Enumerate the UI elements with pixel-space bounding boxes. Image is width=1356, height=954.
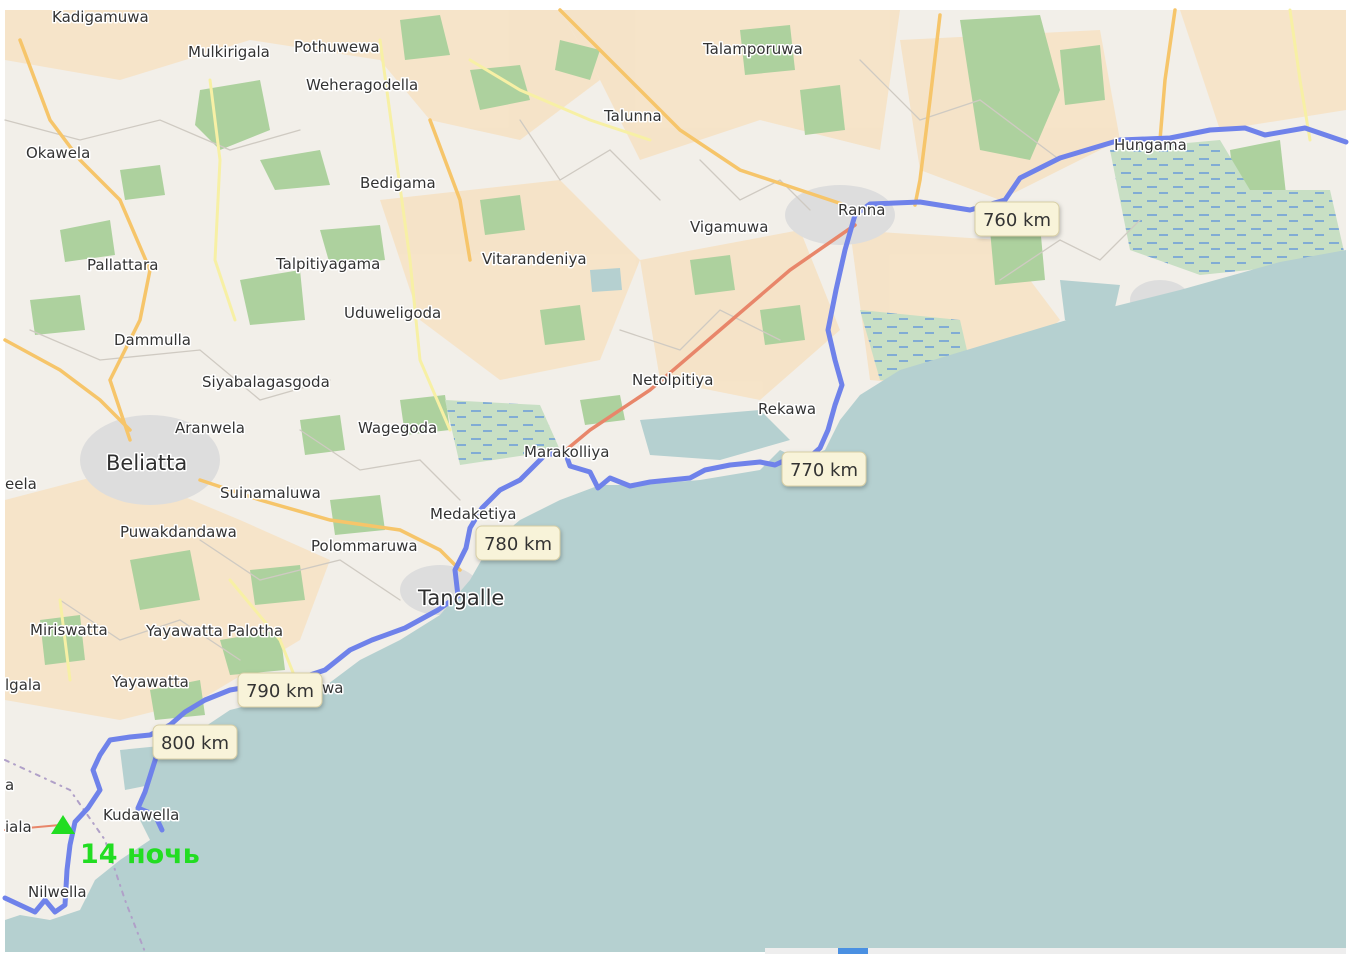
road-network: [3, 8, 1312, 953]
place-label: Bedigama: [360, 174, 436, 192]
sea: [5, 250, 1346, 952]
place-label: Kudawella: [103, 806, 179, 824]
place-label: Talamporuwa: [702, 40, 803, 58]
place-label: Pothuwewa: [294, 38, 380, 56]
distance-marker: 770 km: [781, 451, 867, 487]
wetland-areas: [445, 140, 1346, 465]
place-label: Ranna: [838, 201, 886, 219]
night-stop-label: 14 ночь: [80, 839, 200, 870]
place-label: Yayawatta: [111, 673, 189, 691]
distance-marker-label: 780 km: [484, 534, 552, 555]
place-label: Dammulla: [114, 331, 191, 349]
place-label: Uduweligoda: [344, 304, 441, 322]
place-label: Suinamaluwa: [220, 484, 321, 502]
distance-marker: 780 km: [475, 525, 561, 561]
place-label: Okawela: [26, 144, 90, 162]
distance-marker-label: 800 km: [161, 733, 229, 754]
place-label: Marakolliya: [524, 443, 609, 461]
route-line: [2, 125, 1349, 915]
distance-marker-box: [475, 525, 561, 561]
place-label: Pallattara: [87, 256, 158, 274]
map-footer-accent: [838, 948, 868, 954]
distance-marker-label: 790 km: [246, 681, 314, 702]
place-label: Weheragodella: [306, 76, 418, 94]
place-label: wa: [322, 679, 343, 697]
place-label: eela: [5, 475, 37, 493]
place-label: a: [5, 776, 14, 794]
distance-markers: 760 km 770 km 780 km 790 km 800 km: [152, 201, 1060, 760]
place-label: iala: [5, 818, 32, 836]
place-label: Kadigamuwa: [52, 8, 149, 26]
distance-marker-label: 760 km: [983, 210, 1051, 231]
distance-marker-box: [781, 451, 867, 487]
place-label: Vigamuwa: [690, 218, 768, 236]
place-label: Polommaruwa: [311, 537, 418, 555]
distance-marker: 790 km: [237, 672, 323, 708]
place-label: Wagegoda: [358, 419, 437, 437]
place-label: Siyabalagasgoda: [202, 373, 330, 391]
place-label: Netolpitiya: [632, 371, 713, 389]
map-footer-strip: [765, 948, 1346, 954]
night-stop-marker[interactable]: 14 ночь: [51, 815, 200, 870]
place-label: Medaketiya: [430, 505, 516, 523]
place-label: Beliatta: [106, 451, 187, 475]
place-label: Puwakdandawa: [120, 523, 237, 541]
distance-marker-label: 770 km: [790, 460, 858, 481]
distance-marker-box: [152, 724, 238, 760]
place-label: Rekawa: [758, 400, 816, 418]
place-label: lgala: [5, 676, 41, 694]
place-label: Talunna: [603, 107, 662, 125]
distance-marker: 760 km: [974, 201, 1060, 237]
place-label: Mulkirigala: [188, 43, 270, 61]
distance-marker-box: [237, 672, 323, 708]
distance-marker: 800 km: [152, 724, 238, 760]
place-label: Miriswatta: [30, 621, 108, 639]
triangle-marker-icon: [51, 815, 75, 834]
place-label: Vitarandeniya: [482, 250, 587, 268]
place-label: Yayawatta Palotha: [145, 622, 283, 640]
place-label: Nilwella: [28, 883, 87, 901]
place-label: Tangalle: [417, 586, 504, 610]
place-label: Aranwela: [175, 419, 245, 437]
place-label: Talpitiyagama: [275, 255, 380, 273]
distance-marker-box: [974, 201, 1060, 237]
place-label: Hungama: [1114, 136, 1187, 154]
